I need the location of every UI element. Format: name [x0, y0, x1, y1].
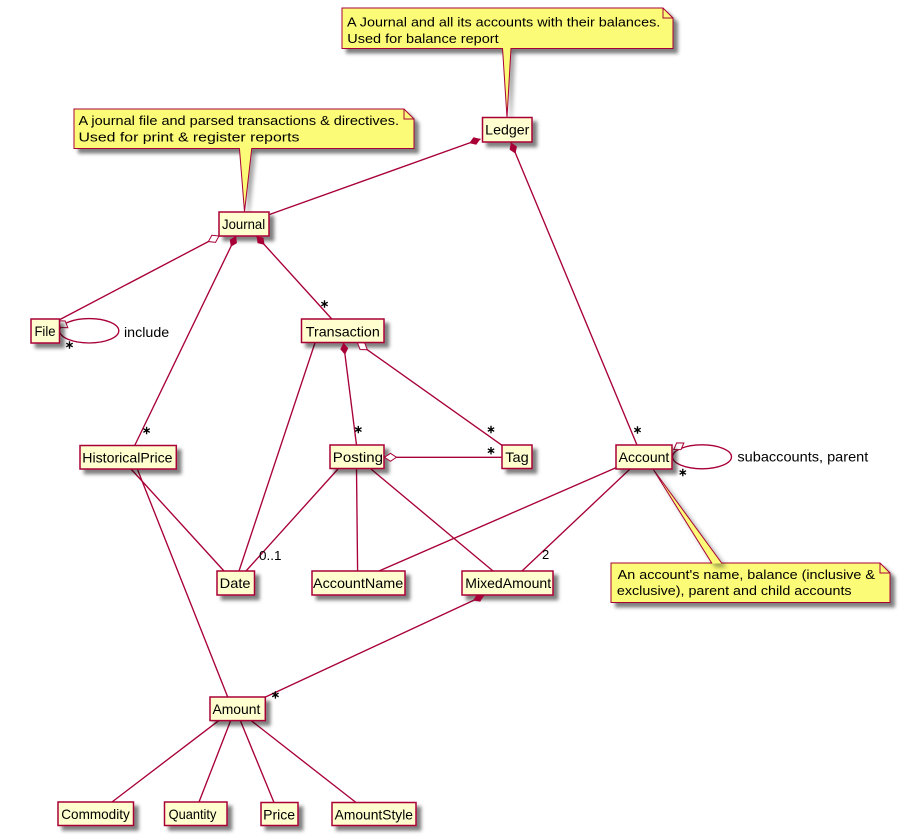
svg-text:subaccounts, parent: subaccounts, parent	[737, 448, 868, 464]
svg-text:include: include	[124, 324, 169, 340]
svg-text:Price: Price	[263, 807, 295, 823]
svg-text:Journal: Journal	[222, 216, 265, 232]
svg-text:MixedAmount: MixedAmount	[465, 575, 551, 591]
svg-text:Quantity: Quantity	[169, 806, 217, 822]
svg-text:Commodity: Commodity	[61, 806, 130, 822]
svg-text:A Journal and all its accounts: A Journal and all its accounts with thei…	[347, 15, 660, 30]
svg-text:A journal file and parsed tran: A journal file and parsed transactions &…	[79, 113, 400, 128]
svg-text:exclusive), parent and child a: exclusive), parent and child accounts	[617, 583, 852, 598]
svg-text:Tag: Tag	[505, 449, 529, 465]
svg-text:Ledger: Ledger	[485, 122, 530, 138]
svg-text:Transaction: Transaction	[306, 323, 380, 339]
svg-text:File: File	[34, 323, 55, 339]
svg-text:Used for print & register repo: Used for print & register reports	[79, 130, 300, 145]
svg-text:Posting: Posting	[333, 449, 383, 465]
svg-text:Account: Account	[619, 449, 670, 465]
svg-text:Date: Date	[220, 575, 251, 591]
svg-text:2: 2	[542, 547, 549, 562]
svg-text:0..1: 0..1	[259, 548, 282, 563]
svg-text:An account's name, balance (in: An account's name, balance (inclusive &	[618, 567, 876, 582]
svg-text:AmountStyle: AmountStyle	[335, 807, 414, 823]
svg-text:HistoricalPrice: HistoricalPrice	[82, 450, 172, 466]
svg-text:Amount: Amount	[212, 701, 260, 717]
svg-text:Used for balance report: Used for balance report	[347, 31, 499, 46]
svg-text:AccountName: AccountName	[313, 575, 403, 591]
